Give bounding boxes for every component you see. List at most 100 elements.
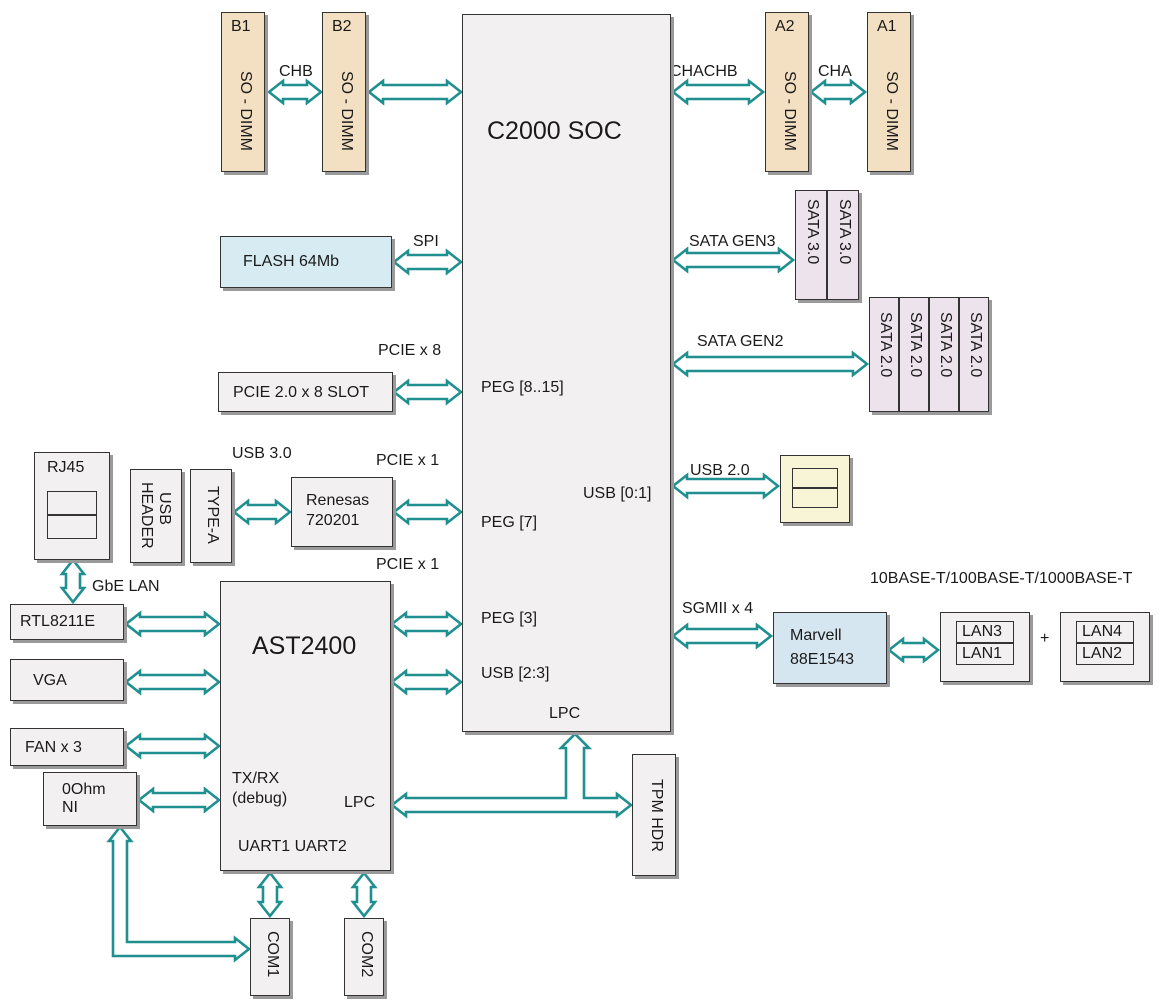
pcie-x8-arrow [391,378,464,406]
lan2-label: LAN2 [1082,645,1123,662]
lan-port-1-3: LAN3 LAN1 [940,612,1030,682]
bmc-debug-label: (debug) [232,790,288,807]
usb30-arrow [231,498,293,526]
lan3-label: LAN3 [962,623,1003,640]
zero-ohm-ni: 0Ohm NI [43,772,137,826]
slot-label-b2: B2 [332,18,352,35]
rj45-port-bottom [47,515,97,539]
soc-port-peg-8-15: PEG [8..15] [481,379,564,396]
lan3-port: LAN3 [956,621,1014,643]
so-dimm-label: SO - DIMM [781,71,798,151]
usb20-port-slot-top [792,468,838,488]
ast2400-bmc: AST2400 TX/RX (debug) LPC UART1 UART2 [220,581,391,871]
soc-port-usb-0-1: USB [0:1] [583,485,652,502]
rtl-arrow [123,610,222,638]
zero-ohm-label: 0Ohm [62,781,106,798]
sgmii-arrow [670,622,774,650]
ni-label: NI [62,799,78,816]
bmc-title: AST2400 [252,632,357,660]
usb-type-a: TYPE-A [190,469,232,563]
so-dimm-a2: A2 SO - DIMM [765,12,809,172]
usb-header-label-line1: USB [156,492,173,525]
tpm-header: TPM HDR [632,754,676,876]
rj45-connector: RJ45 [34,452,110,560]
sata2-port-2: SATA 2.0 [899,297,929,412]
sata2-port-4: SATA 2.0 [959,297,989,412]
debug-arrow [136,786,222,814]
sata2-port-label: SATA 2.0 [907,312,924,378]
sata3-port-1: SATA 3.0 [795,190,827,300]
com1-label: COM1 [264,931,281,978]
b2-soc-arrow [366,78,464,106]
sata-gen3-arrow [670,246,796,274]
gbe-arrow [59,557,87,605]
usb20-arrow [670,472,781,500]
soc-port-lpc: LPC [549,705,581,722]
renesas-label-line1: Renesas [306,492,370,509]
tpm-label: TPM HDR [648,779,665,852]
usb20-label: USB 2.0 [690,462,750,479]
renesas-controller: Renesas 720201 [291,477,393,547]
so-dimm-a1: A1 SO - DIMM [867,12,911,172]
rtl8211e-phy: RTL8211E [10,604,124,640]
com2-label: COM2 [358,931,375,978]
cha-arrow [808,78,868,106]
so-dimm-b2: B2 SO - DIMM [322,12,366,172]
sata-gen3-label: SATA GEN3 [689,233,776,250]
slot-label-b1: B1 [231,18,251,35]
fan-header: FAN x 3 [10,728,124,766]
lan4-label: LAN4 [1082,623,1123,640]
sata-gen2-label: SATA GEN2 [697,333,784,350]
sgmii-label: SGMII x 4 [682,600,754,617]
soc-title: C2000 SOC [487,117,622,145]
pcie-x1-top-arrow [391,498,464,526]
lan-port-2-4: LAN4 LAN2 [1060,612,1150,682]
rj45-label: RJ45 [47,459,85,476]
sata2-port-1: SATA 2.0 [869,297,899,412]
pcie-slot: PCIE 2.0 x 8 SLOT [218,372,393,412]
channel-label-cha: CHA [818,63,852,80]
marvell-lan-arrow [886,636,941,664]
bmc-lpc-label: LPC [344,794,376,811]
fan-arrow [123,732,222,760]
lan4-port: LAN4 [1076,621,1134,643]
sata3-port-2: SATA 3.0 [827,190,859,300]
marvell-label-line2: 88E1543 [790,651,855,668]
sata2-port-label: SATA 2.0 [877,312,894,378]
lan-plus-sign: + [1040,630,1050,647]
sata2-port-label: SATA 2.0 [967,312,984,378]
vga-label: VGA [33,672,67,689]
rj45-port-top [47,491,97,515]
slot-label-a2: A2 [775,18,795,35]
usb20-port-slot-bottom [792,488,838,508]
gbe-lan-label: GbE LAN [92,578,160,595]
rtl-label: RTL8211E [20,613,96,630]
pcie-x1-label-top: PCIE x 1 [376,452,440,469]
marvell-phy: Marvell 88E1543 [773,612,887,684]
so-dimm-b1: B1 SO - DIMM [221,12,265,172]
vga-port: VGA [10,659,124,701]
sata2-port-3: SATA 2.0 [929,297,959,412]
usb20-port [780,455,850,523]
pcie-x8-label: PCIE x 8 [378,342,442,359]
bmc-txrx-label: TX/RX [232,770,280,787]
bmc-uart-label: UART1 UART2 [238,838,347,855]
so-dimm-label: SO - DIMM [338,71,355,151]
com2-port: COM2 [344,918,384,996]
usb-header: USB HEADER [130,469,182,563]
marvell-label-line1: Marvell [790,627,842,644]
sata3-port-label: SATA 3.0 [836,199,853,265]
soc-port-usb-2-3: USB [2:3] [481,665,550,682]
com1-port: COM1 [250,918,290,996]
spi-arrow [391,248,464,276]
flash-label: FLASH 64Mb [243,253,340,270]
channel-label-chb: CHB [279,63,313,80]
c2000-soc: C2000 SOC PEG [8..15] PEG [7] USB [0:1] … [462,14,671,732]
so-dimm-label: SO - DIMM [883,71,900,151]
sata3-port-label: SATA 3.0 [804,199,821,265]
sata2-port-label: SATA 2.0 [937,312,954,378]
usb-2-3-arrow [389,668,464,696]
lpc-tree-arrow [389,732,634,819]
pcie-x1-label-bottom: PCIE x 1 [376,556,440,573]
